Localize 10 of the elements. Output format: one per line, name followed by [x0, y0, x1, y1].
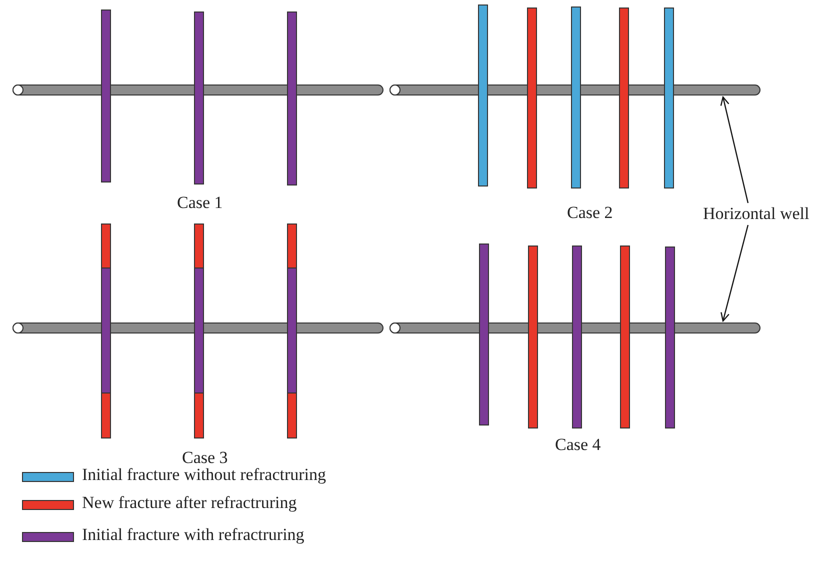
well-label: Horizontal well	[703, 204, 810, 224]
legend-text: New fracture after refractruring	[82, 493, 297, 513]
case-label: Case 3	[182, 448, 228, 468]
case-label: Case 2	[567, 203, 613, 223]
arrow	[720, 224, 749, 322]
case-label: Case 1	[177, 193, 223, 213]
case-label: Case 4	[555, 435, 601, 455]
legend-text: Initial fracture with refractruring	[82, 525, 304, 545]
legend-text: Initial fracture without refractruring	[82, 465, 326, 485]
arrow	[720, 96, 749, 204]
